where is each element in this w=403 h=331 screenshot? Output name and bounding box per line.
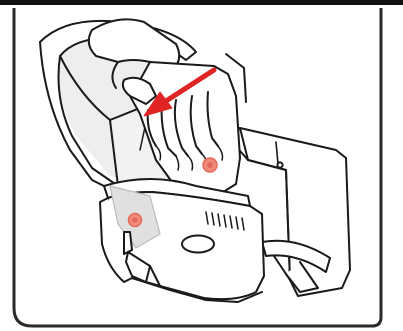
top-rule (0, 0, 403, 5)
release-button-icon (129, 214, 142, 227)
release-button-icon (203, 158, 217, 172)
